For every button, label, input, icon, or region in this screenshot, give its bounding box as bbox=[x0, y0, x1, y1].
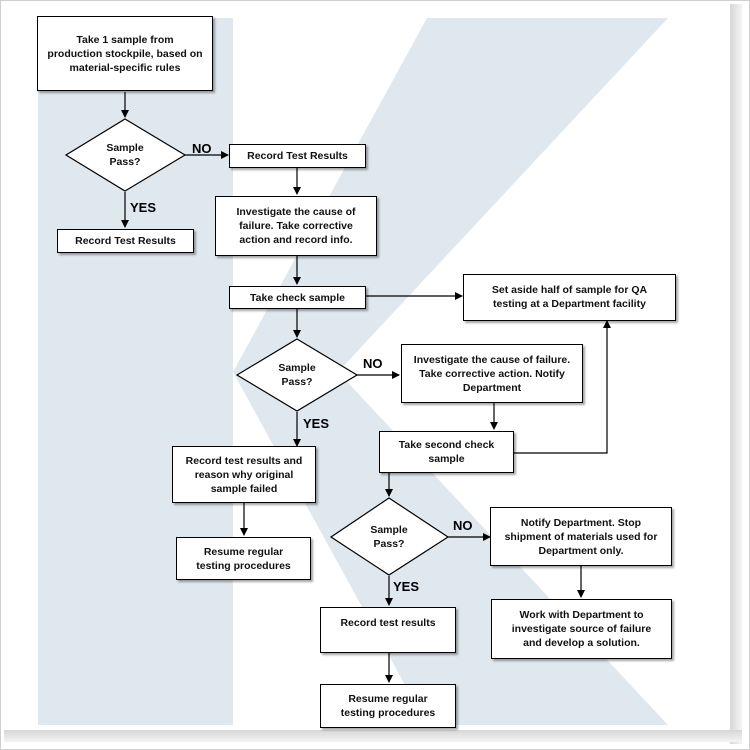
step-record-results-yes: Record Test Results bbox=[57, 229, 194, 253]
step-take-check-sample: Take check sample bbox=[229, 286, 366, 309]
decision-text-1: Sample Pass? bbox=[106, 142, 144, 168]
step-resume-regular-2: Resume regular testing procedures bbox=[320, 684, 456, 728]
step-take-sample: Take 1 sample from production stockpile,… bbox=[37, 16, 213, 91]
decision-text-2: Sample Pass? bbox=[278, 362, 316, 388]
branch-label-yes-2: YES bbox=[303, 416, 330, 431]
step-investigate-second: Investigate the cause of failure. Take c… bbox=[401, 344, 583, 403]
branch-label-yes-1: YES bbox=[130, 200, 157, 215]
branch-label-no-1: NO bbox=[192, 141, 212, 156]
frame-shadow-right bbox=[730, 4, 742, 744]
decision-diamond-2 bbox=[235, 338, 359, 412]
step-notify-department: Notify Department. Stop shipment of mate… bbox=[490, 507, 672, 566]
frame-shadow-bottom bbox=[4, 730, 742, 742]
branch-label-no-3: NO bbox=[453, 518, 473, 533]
branch-label-yes-3: YES bbox=[393, 579, 420, 594]
decision-diamond-3 bbox=[329, 497, 450, 576]
step-set-aside-sample: Set aside half of sample for QA testing … bbox=[463, 274, 676, 321]
step-investigate-first: Investigate the cause of failure. Take c… bbox=[215, 196, 377, 256]
step-work-with-department: Work with Department to investigate sour… bbox=[491, 599, 672, 659]
decision-text-3: Sample Pass? bbox=[370, 524, 408, 550]
step-record-results-no: Record Test Results bbox=[229, 144, 366, 168]
step-record-reason: Record test results and reason why origi… bbox=[172, 446, 316, 503]
step-resume-regular-1: Resume regular testing procedures bbox=[176, 537, 311, 580]
branch-label-no-2: NO bbox=[363, 356, 383, 371]
step-record-results-final: Record test results bbox=[320, 607, 456, 653]
step-take-second-check: Take second check sample bbox=[379, 431, 514, 473]
decision-diamond-1 bbox=[64, 118, 187, 192]
